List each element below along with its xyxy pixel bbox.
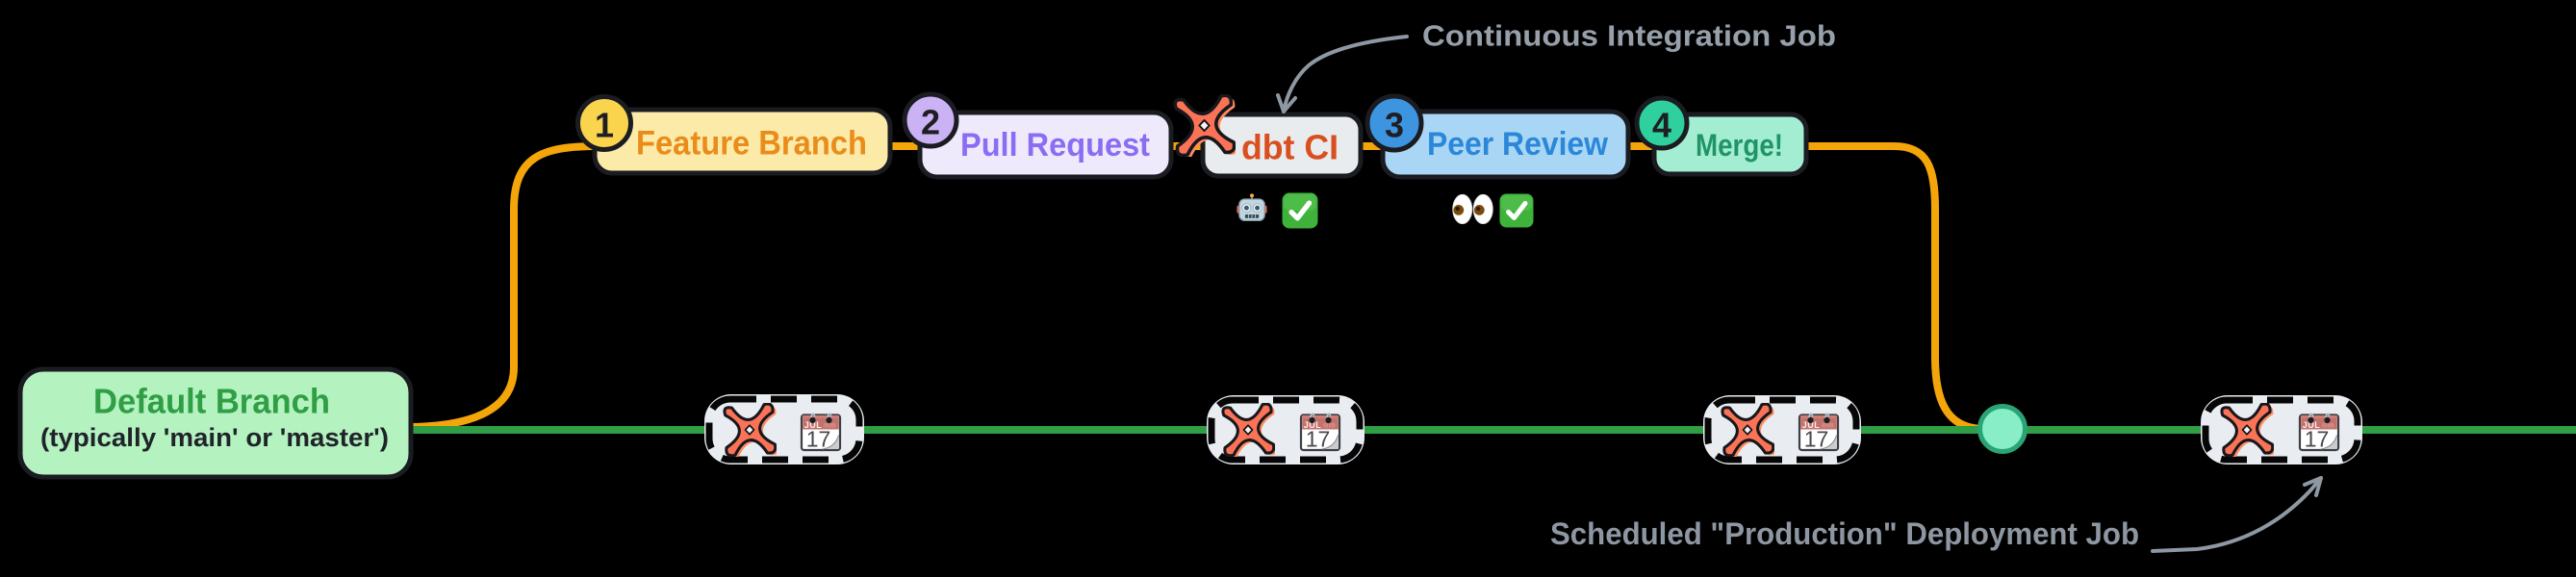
svg-text:2: 2 (921, 103, 940, 142)
svg-text:Default Branch: Default Branch (93, 382, 330, 421)
svg-text:4: 4 (1652, 106, 1671, 145)
svg-text:3: 3 (1385, 106, 1404, 145)
svg-text:Scheduled "Production" Deploym: Scheduled "Production" Deployment Job (1550, 516, 2139, 551)
svg-text:Merge!: Merge! (1696, 128, 1783, 163)
svg-text:1: 1 (595, 106, 614, 145)
svg-text:Feature Branch: Feature Branch (636, 125, 867, 163)
svg-text:dbt CI: dbt CI (1241, 128, 1339, 167)
svg-text:Peer Review: Peer Review (1427, 126, 1609, 163)
svg-text:(typically 'main' or 'master'): (typically 'main' or 'master') (40, 423, 389, 452)
svg-text:Continuous Integration Job: Continuous Integration Job (1422, 19, 1836, 53)
svg-text:Pull Request: Pull Request (960, 127, 1150, 163)
